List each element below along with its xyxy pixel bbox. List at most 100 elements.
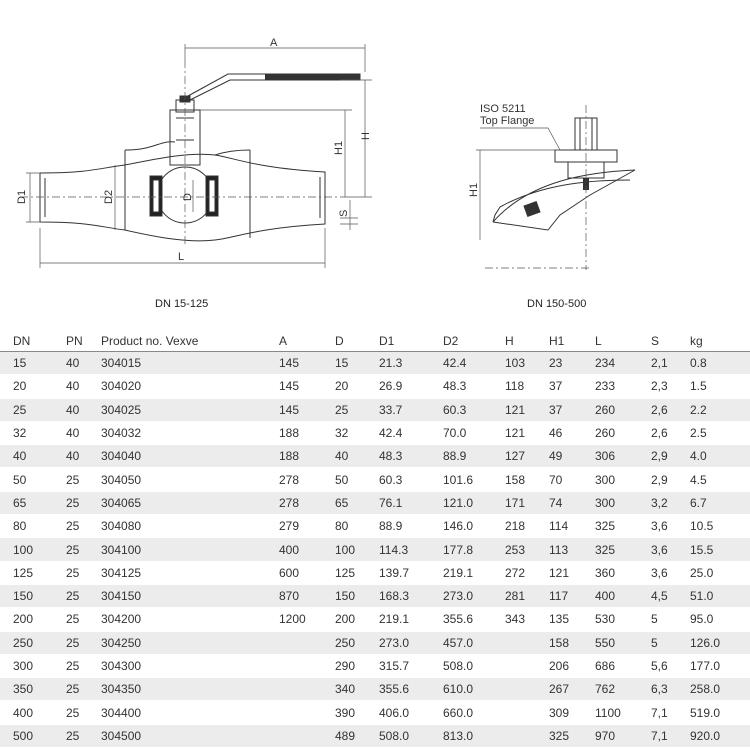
table-cell — [492, 654, 536, 679]
table-cell: 4.0 — [677, 444, 750, 469]
table-cell: 15 — [322, 351, 366, 376]
table-cell: 400 — [582, 584, 638, 609]
table-cell: 406.0 — [366, 700, 430, 725]
dim-a-label: A — [270, 37, 278, 49]
table-cell: 135 — [536, 607, 582, 632]
table-cell: 188 — [266, 444, 322, 469]
column-header: D — [322, 330, 366, 352]
table-cell: 70 — [536, 467, 582, 492]
table-cell: 76.1 — [366, 491, 430, 516]
table-cell: 390 — [322, 700, 366, 725]
table-cell: 37 — [536, 374, 582, 399]
table-cell: 103 — [492, 351, 536, 376]
table-cell: 260 — [582, 398, 638, 422]
table-cell: 304100 — [88, 537, 266, 562]
table-cell: 4.5 — [677, 467, 750, 492]
table-cell: 25 — [53, 584, 88, 609]
table-cell: 168.3 — [366, 584, 430, 609]
table-cell — [492, 631, 536, 655]
table-cell: 114.3 — [366, 537, 430, 562]
table-cell: 600 — [266, 561, 322, 585]
table-cell: 325 — [582, 537, 638, 562]
column-header: L — [582, 330, 638, 352]
column-header: Product no. Vexve — [88, 330, 266, 352]
table-cell: 10.5 — [677, 514, 750, 539]
table-cell: 25 — [53, 561, 88, 585]
table-cell: 150 — [0, 584, 53, 609]
table-cell: 70.0 — [430, 421, 492, 446]
table-cell: 25 — [322, 398, 366, 422]
table-cell: 519.0 — [677, 700, 750, 725]
table-cell: 660.0 — [430, 700, 492, 725]
table-cell: 6,3 — [638, 677, 677, 702]
table-cell: 25 — [53, 654, 88, 679]
table-cell: 48.3 — [366, 444, 430, 469]
table-cell: 686 — [582, 654, 638, 679]
table-cell: 610.0 — [430, 677, 492, 702]
table-cell: 3,6 — [638, 561, 677, 585]
table-cell: 300 — [582, 467, 638, 492]
table-cell: 101.6 — [430, 467, 492, 492]
table-cell: 100 — [0, 537, 53, 562]
table-cell: 20 — [0, 374, 53, 399]
table-cell: 273.0 — [366, 631, 430, 655]
table-cell: 218 — [492, 514, 536, 539]
table-cell: 25 — [53, 677, 88, 702]
table-cell: 219.1 — [430, 561, 492, 585]
table-cell: 2.5 — [677, 421, 750, 446]
table-cell: 315.7 — [366, 654, 430, 679]
table-cell: 145 — [266, 398, 322, 422]
column-header: S — [638, 330, 677, 352]
table-cell: 273.0 — [430, 584, 492, 609]
dim-h1-label: H1 — [333, 141, 345, 155]
table-cell: 350 — [0, 677, 53, 702]
table-cell: 1200 — [266, 607, 322, 632]
table-cell: 114 — [536, 514, 582, 539]
table-cell: 40 — [322, 444, 366, 469]
table-cell: 51.0 — [677, 584, 750, 609]
table-cell: 40 — [53, 351, 88, 376]
caption-left: DN 15-125 — [155, 298, 209, 310]
table-cell: 88.9 — [430, 444, 492, 469]
table-cell: 304400 — [88, 700, 266, 725]
table-cell: 49 — [536, 444, 582, 469]
table-cell: 304150 — [88, 584, 266, 609]
table-cell: 26.9 — [366, 374, 430, 399]
table-cell: 146.0 — [430, 514, 492, 539]
table-cell: 2,6 — [638, 421, 677, 446]
table-cell: 325 — [582, 514, 638, 539]
column-header: A — [266, 330, 322, 352]
table-cell: 2,9 — [638, 467, 677, 492]
table-cell: 200 — [0, 607, 53, 632]
table-cell: 304065 — [88, 491, 266, 516]
table-cell: 60.3 — [430, 398, 492, 422]
table-cell: 25 — [53, 491, 88, 516]
column-header: D1 — [366, 330, 430, 352]
table-cell: 150 — [322, 584, 366, 609]
table-cell: 40 — [0, 444, 53, 469]
table-cell: 278 — [266, 467, 322, 492]
table-cell: 304125 — [88, 561, 266, 585]
table-cell: 42.4 — [430, 351, 492, 376]
table-cell: 60.3 — [366, 467, 430, 492]
table-cell: 40 — [53, 374, 88, 399]
table-cell: 25 — [53, 467, 88, 492]
dim-h-label: H — [360, 132, 372, 140]
table-cell: 260 — [582, 421, 638, 446]
table-cell: 177.8 — [430, 537, 492, 562]
table-cell: 25 — [53, 537, 88, 562]
table-cell: 33.7 — [366, 398, 430, 422]
table-cell: 95.0 — [677, 607, 750, 632]
table-cell: 20 — [322, 374, 366, 399]
table-cell: 100 — [322, 537, 366, 562]
table-cell: 2.2 — [677, 398, 750, 422]
table-cell: 5 — [638, 631, 677, 655]
table-cell: 258.0 — [677, 677, 750, 702]
